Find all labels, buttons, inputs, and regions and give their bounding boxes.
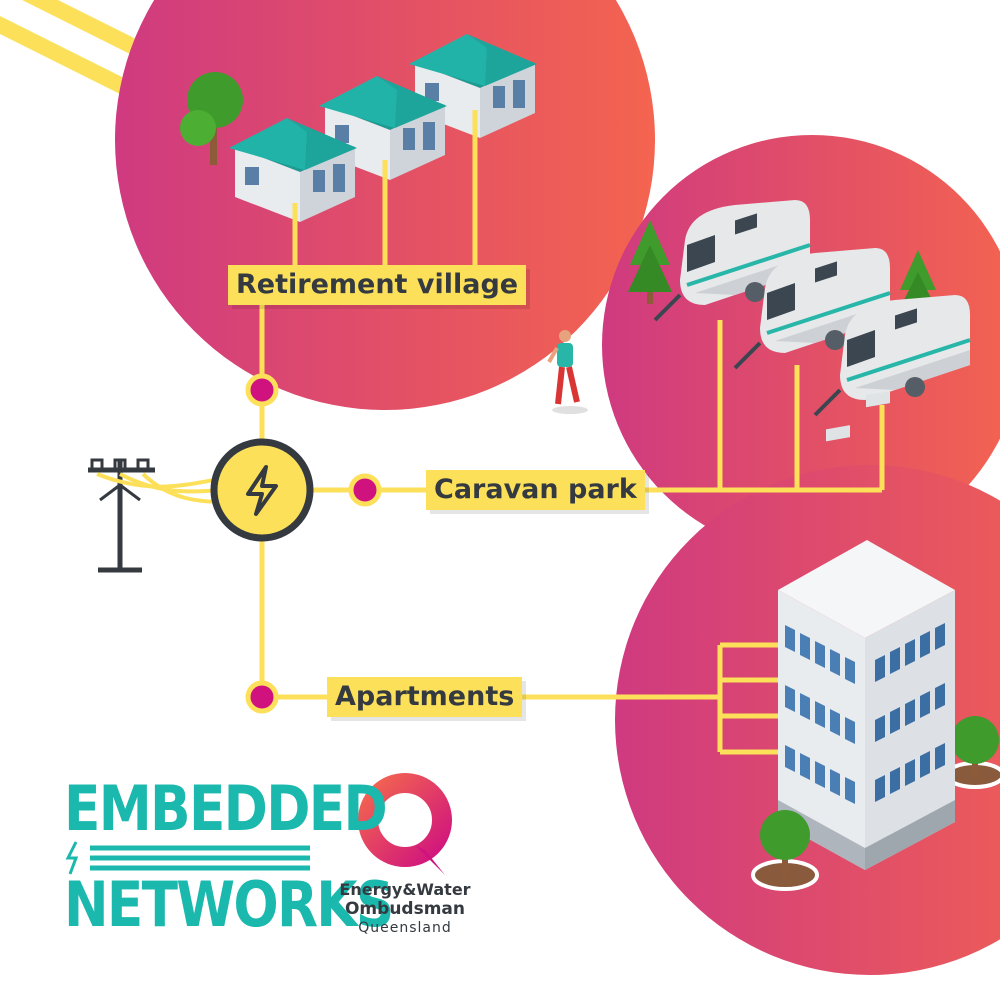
- ombudsman-logo-line1: Energy&Water: [339, 880, 471, 899]
- network-nodes: [245, 373, 382, 714]
- ombudsman-logo-line2: Ombudsman: [344, 899, 465, 919]
- embedded-networks-logo-line2: NETWORKS: [64, 868, 394, 941]
- power-hub-icon: [210, 438, 314, 542]
- tree-left: [180, 72, 243, 165]
- ombudsman-logo-line3: Queensland: [358, 920, 452, 936]
- apartments-label: Apartments: [327, 677, 523, 717]
- caravans: [628, 200, 971, 417]
- retirement-village-label: Retirement village: [228, 265, 527, 305]
- house-1: [229, 118, 357, 222]
- person-figure: [547, 330, 588, 414]
- node-caravan: [348, 473, 382, 507]
- tree-caravan-left: [628, 220, 672, 304]
- embedded-networks-logo-lines: [65, 841, 310, 875]
- house-3: [409, 34, 537, 138]
- embedded-networks-logo-line1: EMBEDDED: [64, 772, 388, 845]
- house-2: [319, 76, 447, 180]
- apartment-building: [751, 391, 1000, 891]
- caravan-3: [813, 295, 971, 417]
- ombudsman-q-logo-icon: [358, 773, 452, 875]
- tree-apartment-left: [751, 810, 819, 891]
- node-apartments: [245, 680, 279, 714]
- node-retirement: [245, 373, 279, 407]
- power-pole-icon: [88, 458, 226, 573]
- retirement-houses: [180, 34, 537, 222]
- caravan-park-label: Caravan park: [426, 470, 645, 510]
